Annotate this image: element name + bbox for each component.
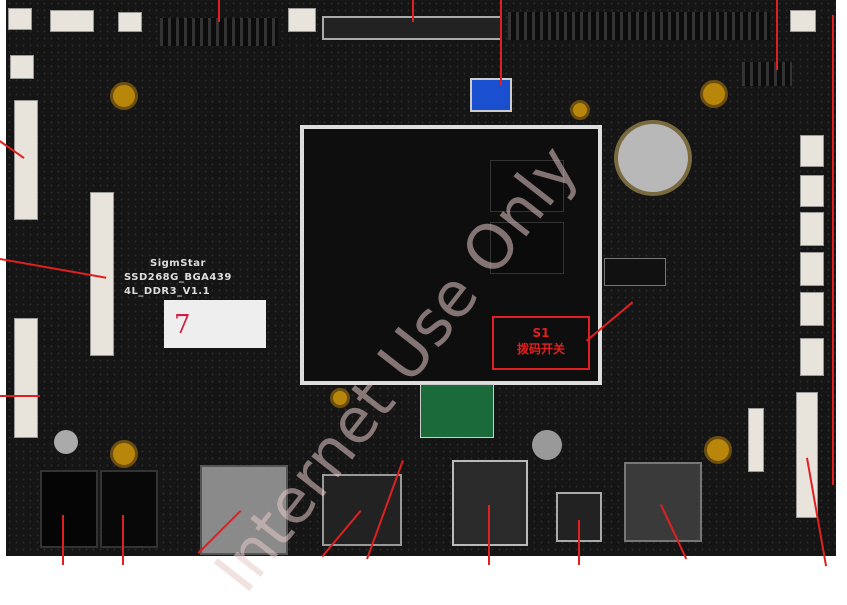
- capacitor: [54, 430, 78, 454]
- leader-line: [218, 0, 220, 22]
- potentiometer: [470, 78, 512, 112]
- connector-right-3: [800, 212, 824, 246]
- connector-right-1: [800, 135, 824, 167]
- sd-card-slot: [624, 462, 702, 542]
- wifi-module: [420, 384, 494, 438]
- ddr-chip-2: [490, 222, 564, 274]
- leader-line: [500, 0, 502, 85]
- dip-switch-callout: S1 拨码开关: [492, 316, 590, 370]
- sticker: 7: [164, 300, 266, 348]
- callout-id: S1: [532, 326, 550, 340]
- usb-port: [452, 460, 528, 546]
- callout-label: 拨码开关: [516, 342, 565, 356]
- leader-line: [832, 15, 834, 485]
- sim-connector: [748, 408, 764, 472]
- fpc-connector-left-1: [14, 100, 38, 220]
- leader-line: [488, 505, 490, 565]
- pin-header-top: [160, 18, 278, 46]
- leader-line: [776, 0, 778, 70]
- ethernet-port: [200, 465, 288, 555]
- connector-right-4: [800, 252, 824, 286]
- connector-left-small: [10, 55, 34, 79]
- hdmi-port: [322, 474, 402, 546]
- jtag-header: [742, 62, 792, 86]
- sticker-number: 7: [174, 310, 191, 340]
- fpc-connector-left-2: [90, 192, 114, 356]
- leader-line: [412, 0, 414, 22]
- leader-line: [578, 520, 580, 565]
- mounting-hole: [700, 80, 728, 108]
- connector-top-right: [790, 10, 816, 32]
- connector-right-6: [800, 338, 824, 376]
- connector-right-2: [800, 175, 824, 207]
- leader-line: [122, 515, 124, 565]
- mounting-hole: [110, 82, 138, 110]
- dc-jack: [100, 470, 158, 548]
- leader-line: [62, 515, 64, 565]
- model-silkscreen: SSD268G_BGA439: [124, 272, 232, 283]
- connector-top-3: [118, 12, 142, 32]
- mounting-hole: [110, 440, 138, 468]
- capacitor: [532, 430, 562, 460]
- dip-switch: [604, 258, 666, 286]
- leader-line: [0, 395, 40, 397]
- connector-top-2: [50, 10, 94, 32]
- power-switch: [40, 470, 98, 548]
- mounting-hole: [704, 436, 732, 464]
- usb-c-port: [556, 492, 602, 542]
- revision-silkscreen: 4L_DDR3_V1.1: [124, 286, 211, 297]
- connector-top-4: [288, 8, 316, 32]
- coin-cell-battery: [614, 120, 692, 196]
- mounting-hole: [570, 100, 590, 120]
- fpc-connector-left-3: [14, 318, 38, 438]
- connector-top-left: [8, 8, 32, 30]
- ddr-chip-1: [490, 160, 564, 212]
- brand-silkscreen: SigmStar: [150, 258, 206, 269]
- gpio-header: [508, 12, 770, 40]
- mounting-hole: [330, 388, 350, 408]
- connector-right-5: [800, 292, 824, 326]
